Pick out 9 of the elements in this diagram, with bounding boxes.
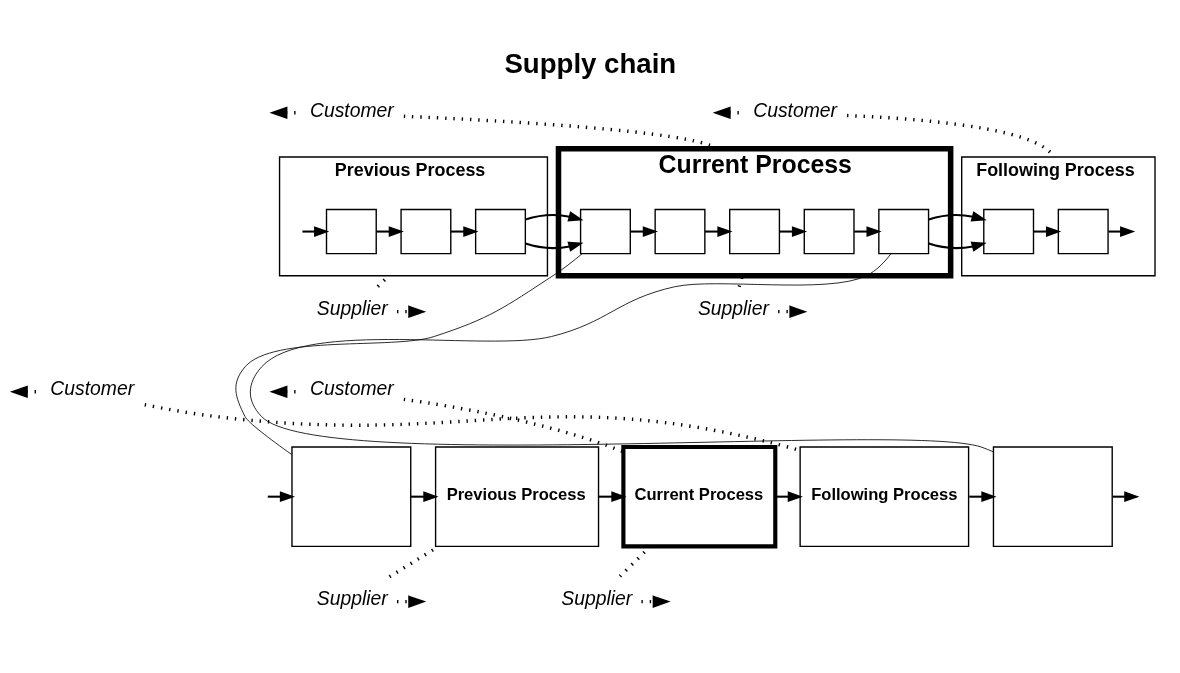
node-text: Supplier: [697, 298, 769, 320]
node-text: Customer: [753, 99, 837, 121]
node-text: Customer: [309, 99, 394, 121]
node-text: Supplier: [561, 588, 633, 610]
node-text: Supplier: [316, 298, 388, 320]
node-text: Supplier: [316, 588, 388, 610]
diagram-title: Supply chain: [504, 47, 677, 79]
node-text: Customer: [50, 378, 135, 400]
node-text: Customer: [309, 378, 394, 400]
